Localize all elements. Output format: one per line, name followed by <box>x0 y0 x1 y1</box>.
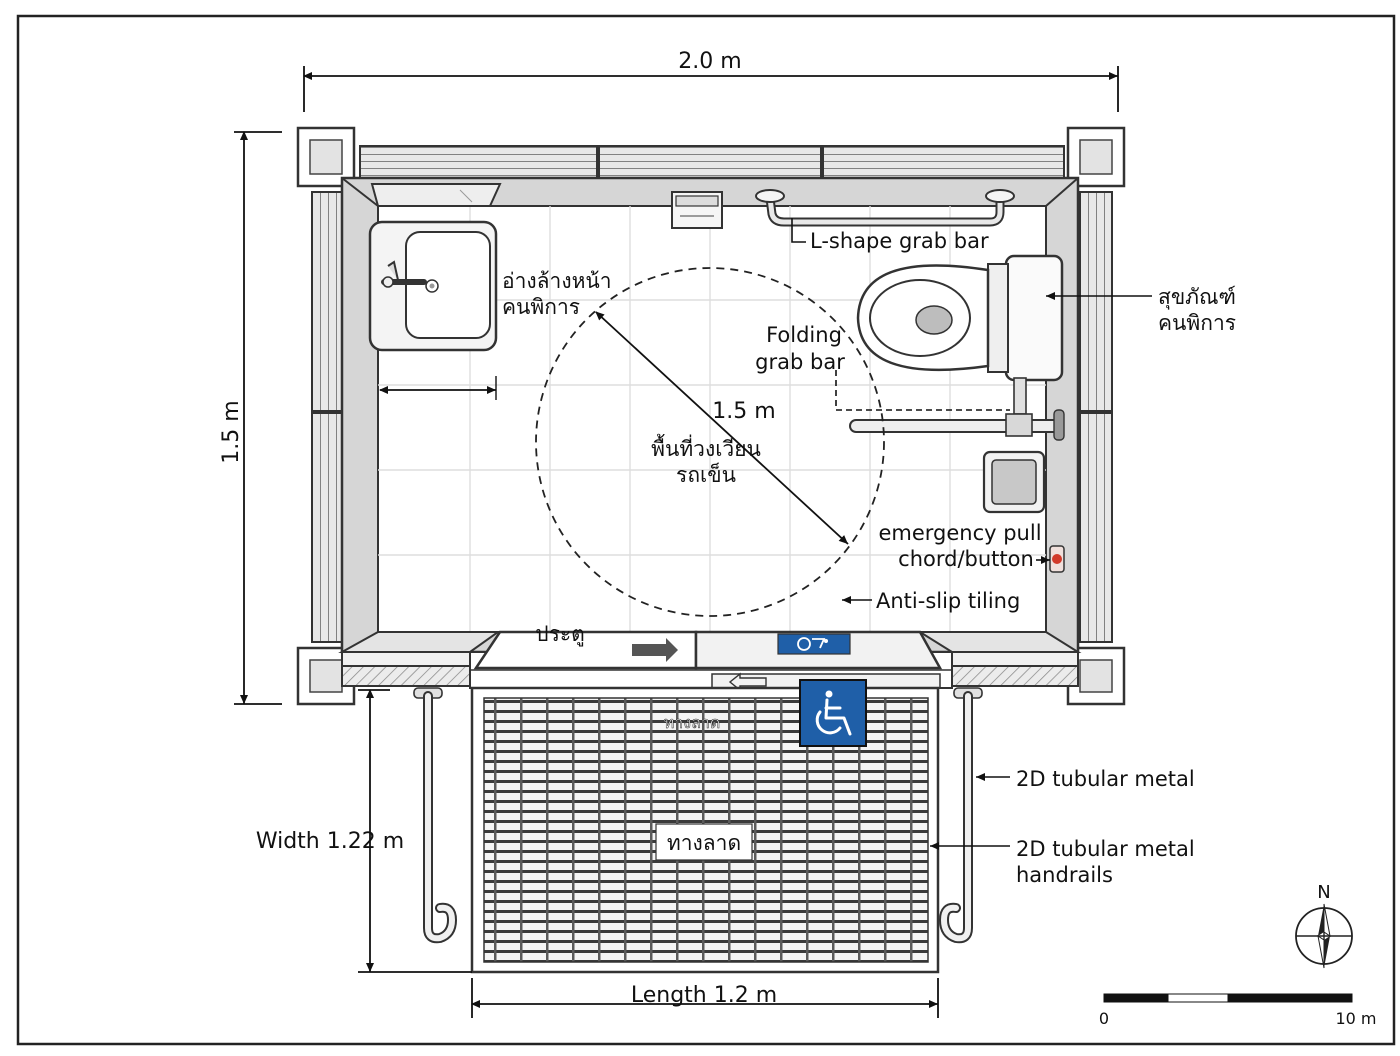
ramp-top-label: ทางลาด <box>664 713 721 732</box>
door-direction-arrow <box>632 638 678 662</box>
washbasin-label-2: คนพิการ <box>502 295 580 319</box>
right-handrail <box>938 687 983 944</box>
ramp-label-box <box>655 823 753 861</box>
turning-label-1: พื้นที่วงเวียน <box>651 434 761 461</box>
toilet-label-2: คนพิการ <box>1158 311 1236 335</box>
grab-bar-leader <box>791 218 806 243</box>
emergency-label-2: chord/button <box>898 547 1034 571</box>
wheelchair-icon <box>815 690 852 736</box>
l-grab-bar-label: L-shape grab bar <box>810 229 989 253</box>
folding-label-2: grab bar <box>755 350 845 374</box>
ramp-width-dimension <box>358 689 472 973</box>
anti-slip-label: Anti-slip tiling <box>876 589 1020 613</box>
washbasin-label-1: อ่างล้างหน้า <box>502 269 612 293</box>
left-height-label: 1.5 m <box>219 400 244 463</box>
folding-bar-leader <box>835 370 1010 411</box>
turning-circle <box>535 267 885 617</box>
folding-label-1: Folding <box>766 323 842 347</box>
emergency-button <box>1049 545 1065 573</box>
rail2-label-2: handrails <box>1016 863 1113 887</box>
mirror-icon <box>370 183 502 207</box>
scale-bar <box>1103 993 1353 1003</box>
door-label: ประตู <box>535 622 585 647</box>
compass-icon <box>1295 903 1353 969</box>
toilet-label-1: สุขภัณฑ์ <box>1158 285 1236 310</box>
compass-north-label: N <box>1317 882 1330 903</box>
ramp-length-dimension <box>471 978 939 1018</box>
wheelchair-icon <box>799 679 867 747</box>
wheelchair-icon <box>777 633 851 655</box>
top-width-label: 2.0 m <box>678 49 741 74</box>
ramp <box>470 679 940 974</box>
top-width-dimension <box>303 66 1119 112</box>
toilet <box>856 254 1064 382</box>
rail1-label: 2D tubular metal <box>1016 767 1195 791</box>
ramp-length-label: Length 1.2 m <box>631 983 777 1008</box>
folding-grab-bar <box>849 377 1065 441</box>
toilet-paper-icon <box>671 191 723 229</box>
page-frame <box>16 14 1396 1046</box>
rail2-label-1: 2D tubular metal <box>1016 837 1195 861</box>
turning-diameter-label: 1.5 m <box>712 399 775 424</box>
l-shape-grab-bar <box>755 189 1015 227</box>
ramp-label: ทางลาด <box>667 831 741 855</box>
left-handrail <box>413 687 458 944</box>
left-height-dimension <box>234 131 282 705</box>
ramp-width-label: Width 1.22 m <box>256 829 404 854</box>
scale-end-label: 10 m <box>1335 1009 1376 1028</box>
turning-label-2: รถเข็น <box>676 461 736 487</box>
washbasin <box>368 220 498 352</box>
emergency-label-1: emergency pull <box>878 521 1041 545</box>
trash-bin-icon <box>982 450 1046 514</box>
scale-start-label: 0 <box>1099 1009 1109 1028</box>
sliding-door <box>473 630 943 692</box>
